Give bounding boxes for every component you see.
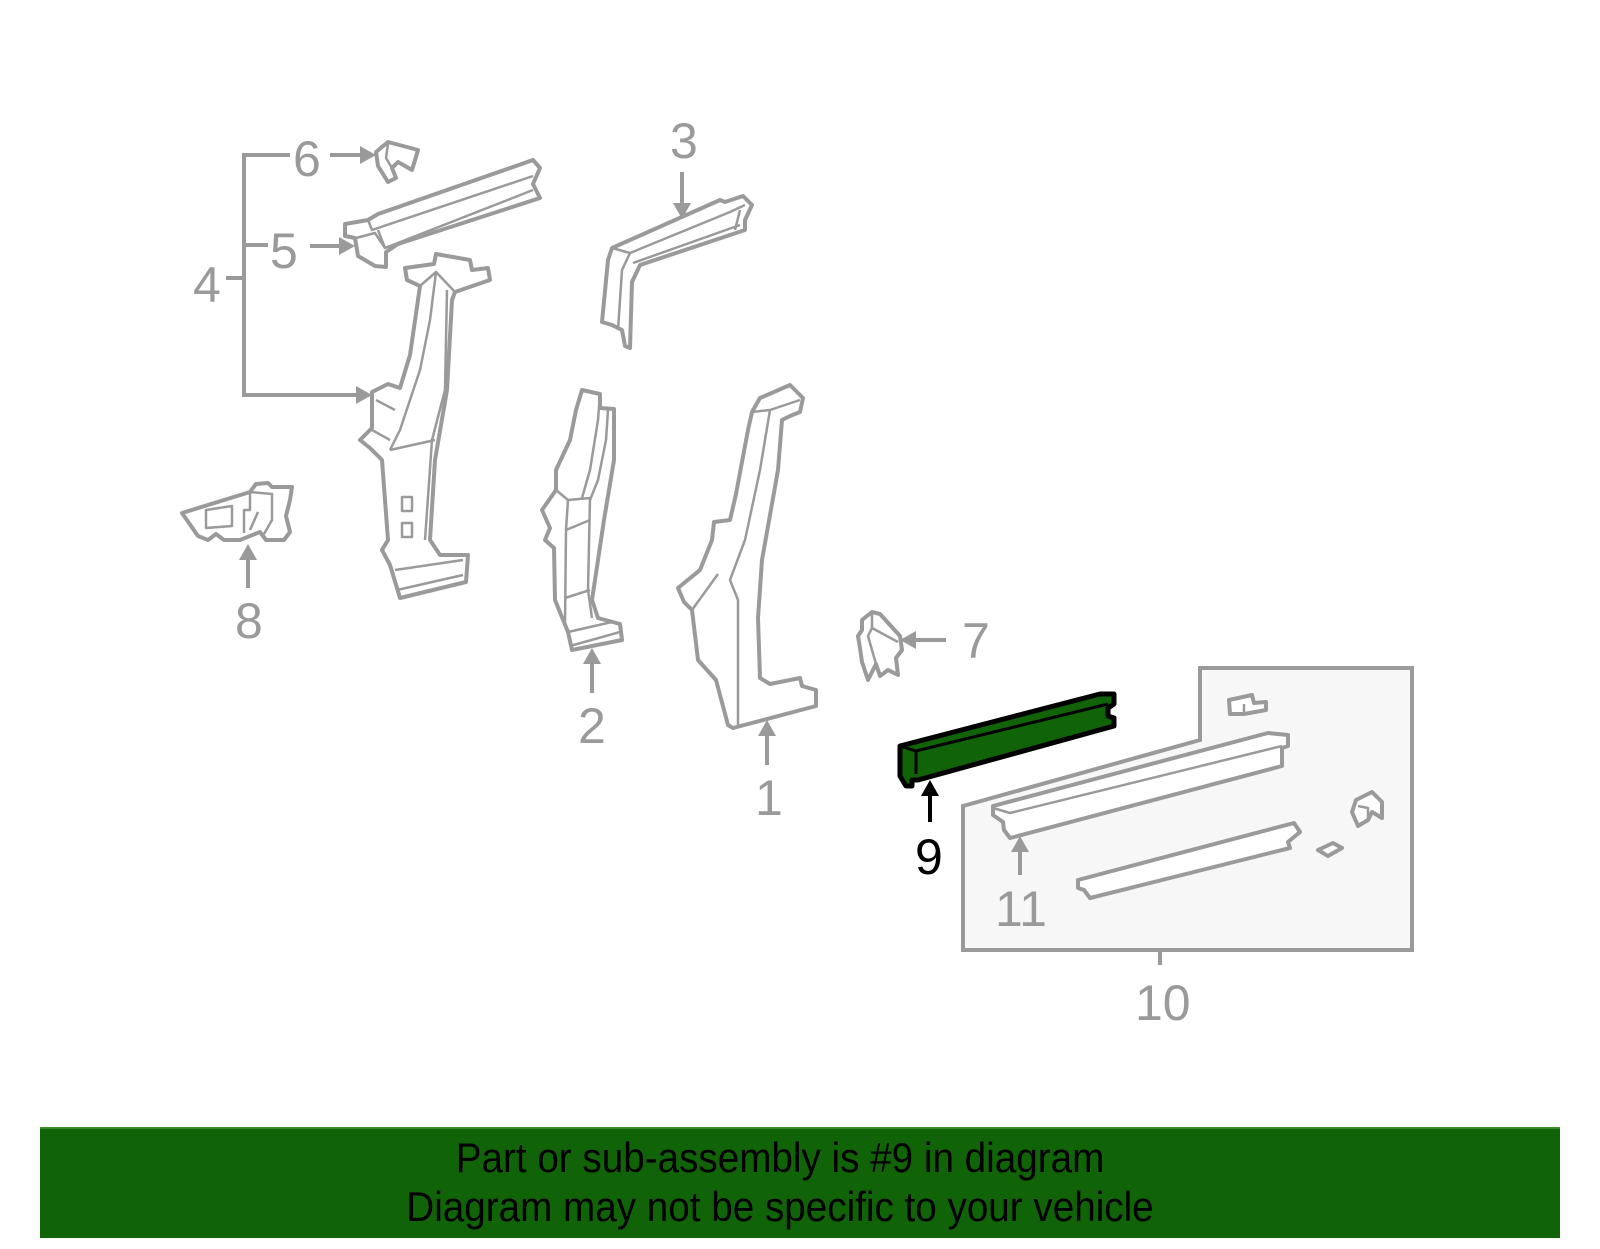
clip-small (1316, 841, 1344, 858)
part-9-highlighted[interactable]: 9 (897, 691, 1117, 885)
part-4[interactable] (358, 252, 492, 600)
callout-6[interactable]: 6 (293, 131, 321, 187)
callout-4[interactable]: 4 (193, 257, 221, 313)
callout-3[interactable]: 3 (670, 113, 698, 169)
part-2[interactable]: 2 (540, 388, 624, 754)
callout-10[interactable]: 10 (1135, 975, 1191, 1031)
callout-group-4: 4 (193, 153, 372, 404)
callout-7[interactable]: 7 (962, 613, 990, 669)
parts-diagram: 4 6 5 8 (180, 113, 1414, 1031)
callout-11[interactable]: 11 (995, 881, 1047, 937)
part-8[interactable]: 8 (180, 481, 294, 649)
part-10-panel[interactable]: 10 11 (961, 666, 1414, 1031)
callout-1[interactable]: 1 (755, 770, 783, 826)
part-11[interactable]: 11 (991, 731, 1290, 937)
part-7[interactable]: 7 (856, 610, 990, 682)
part-3[interactable]: 3 (600, 113, 754, 350)
clip-upper (1227, 693, 1268, 716)
lower-rail (1076, 821, 1302, 900)
callout-2[interactable]: 2 (578, 698, 606, 754)
callout-5[interactable]: 5 (270, 223, 298, 279)
part-5[interactable] (310, 158, 542, 269)
callout-8[interactable]: 8 (235, 593, 263, 649)
callout-9[interactable]: 9 (915, 829, 943, 885)
banner-disclaimer: Diagram may not be specific to your vehi… (406, 1183, 1154, 1230)
part-1[interactable]: 1 (676, 383, 818, 826)
part-6[interactable]: 6 (293, 131, 420, 187)
info-banner: Part or sub-assembly is #9 in diagram Di… (40, 1127, 1560, 1238)
banner-part-info: Part or sub-assembly is #9 in diagram (455, 1134, 1105, 1181)
